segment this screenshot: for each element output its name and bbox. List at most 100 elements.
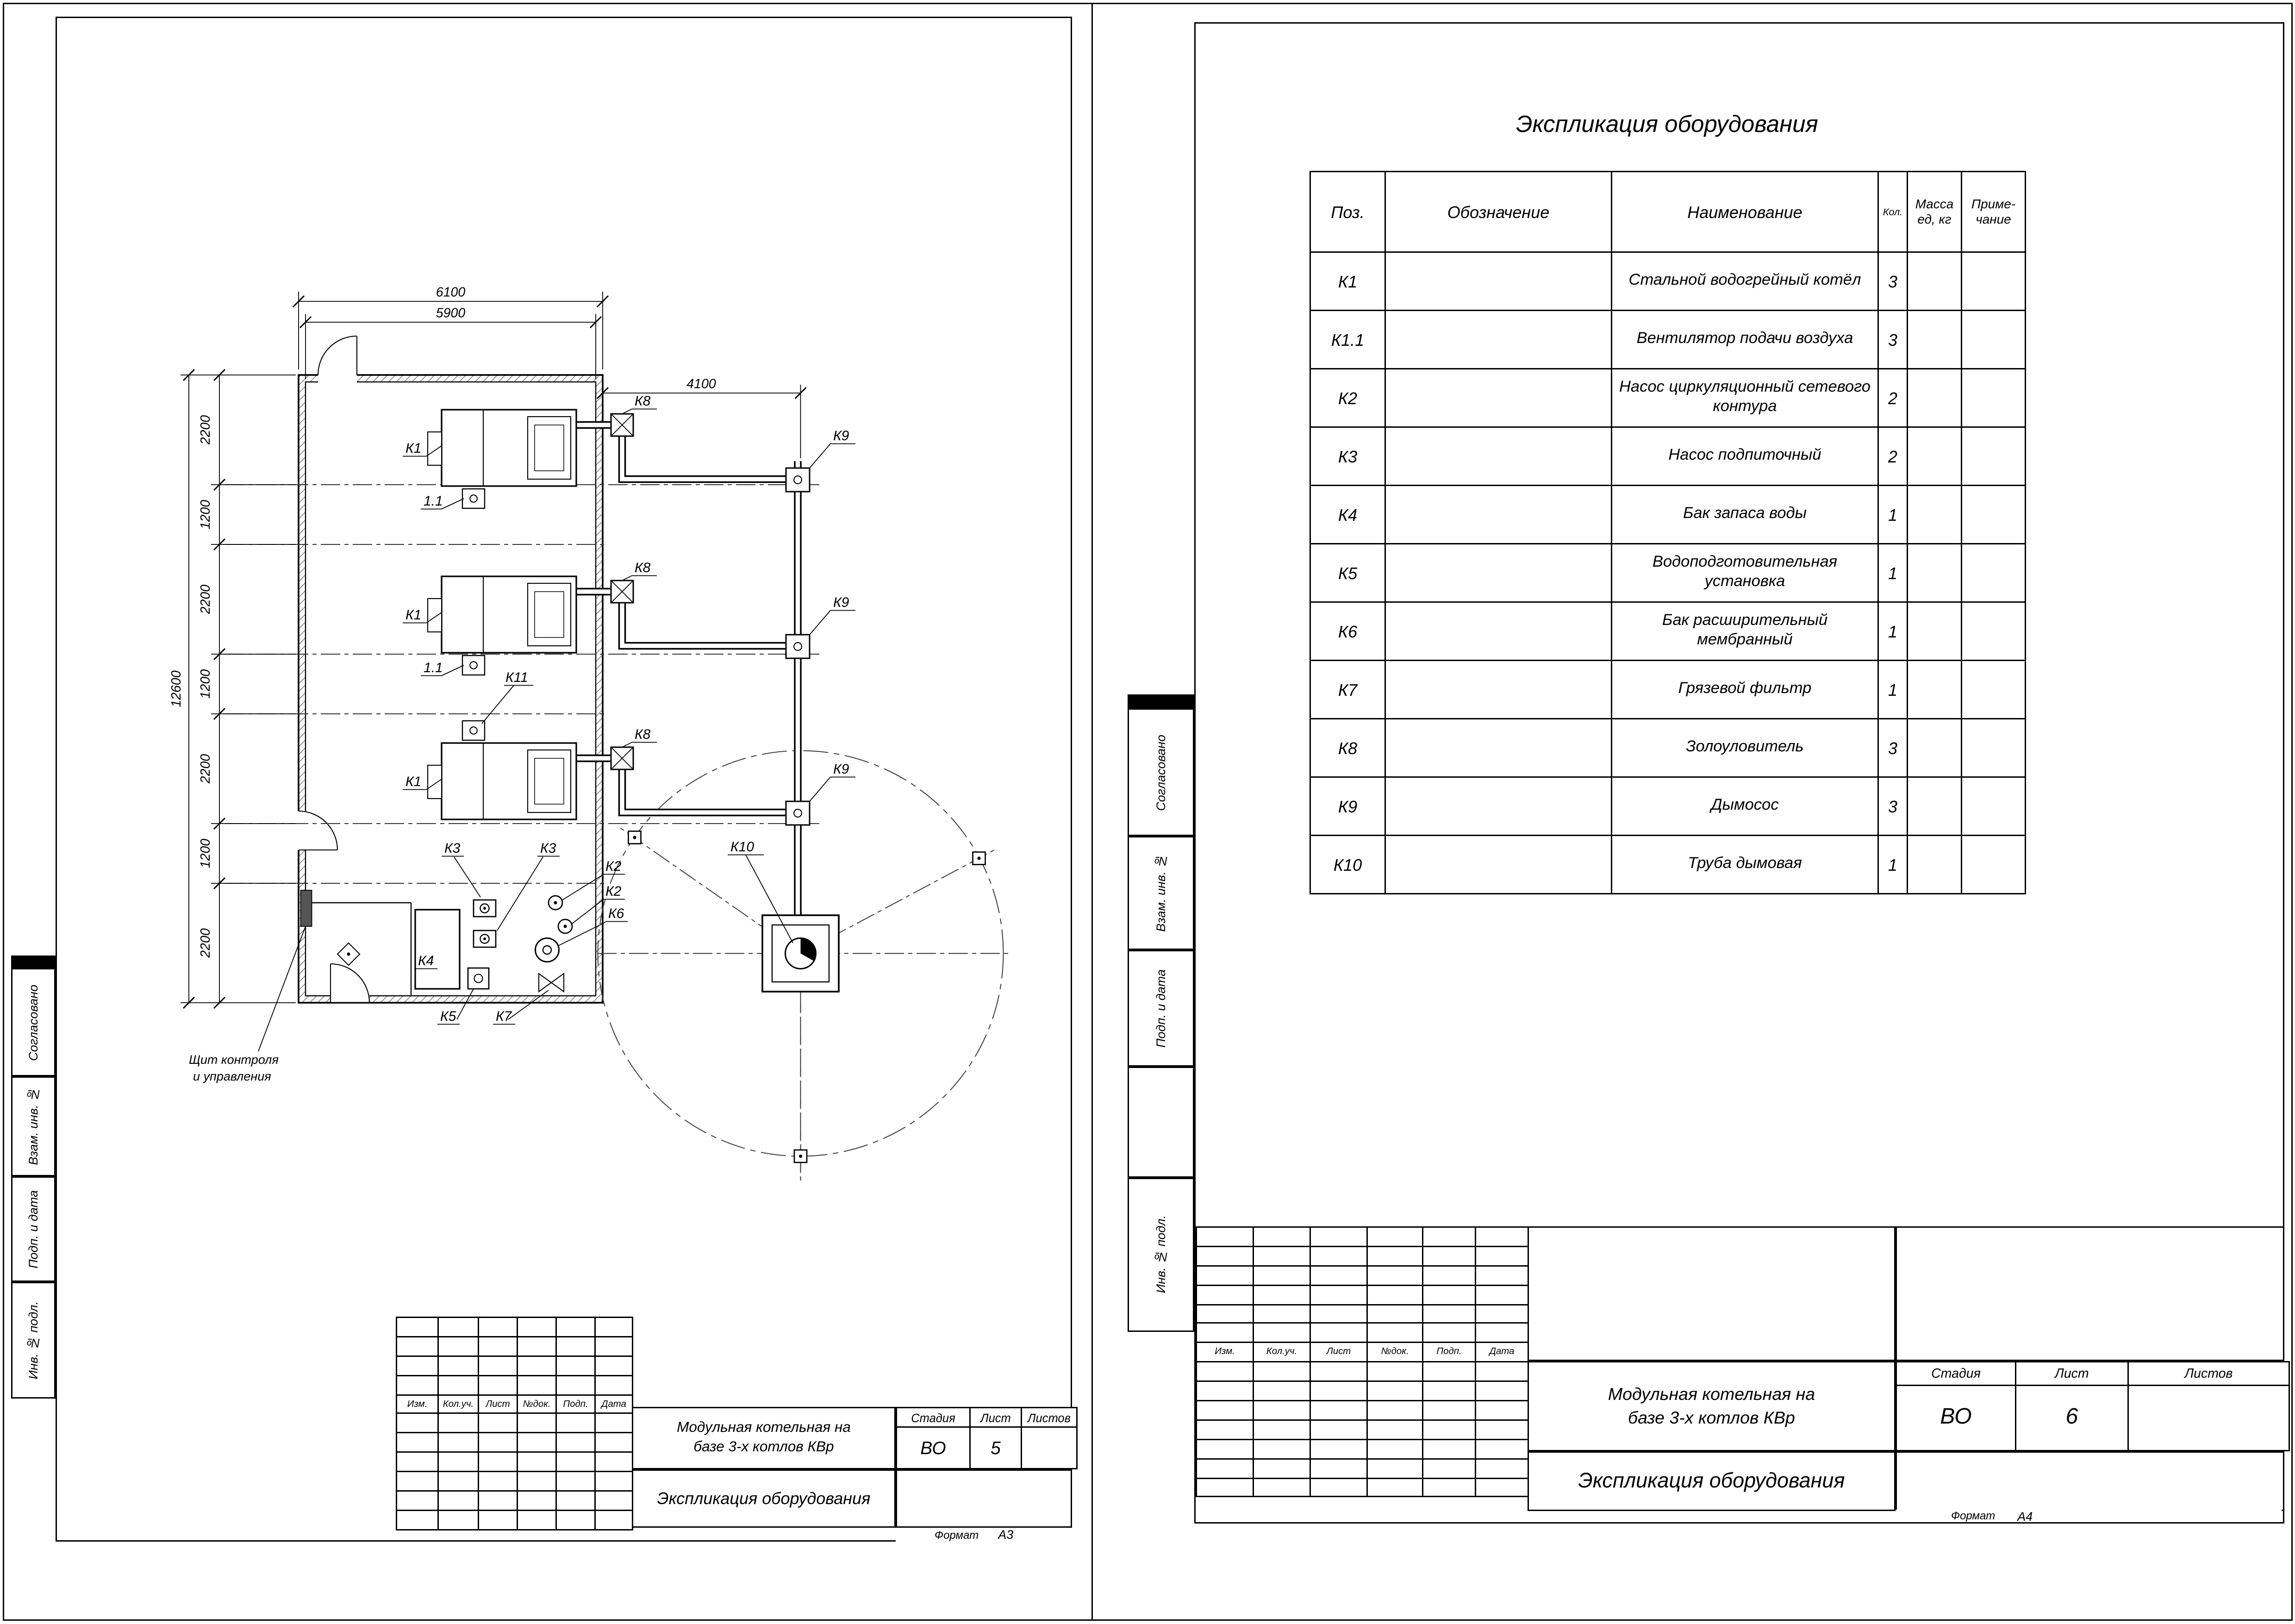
right-upper-cell2	[1896, 1226, 2284, 1361]
label-k1-1: 1.1	[424, 660, 443, 675]
left-side-box-inv-orig: Инв. № подл.	[11, 1282, 56, 1399]
cell-note	[1961, 368, 2026, 428]
dim-v7: 2200	[198, 928, 213, 958]
dim-v5: 2200	[198, 754, 213, 784]
cell-qty: 1	[1877, 543, 1908, 603]
cell-qty: 1	[1877, 601, 1908, 661]
cell-note	[1961, 310, 2026, 369]
cell-mass	[1907, 601, 1962, 661]
stage-label: Стадия	[1896, 1361, 2016, 1386]
cell-name: Грязевой фильтр	[1611, 660, 1879, 719]
cell-note	[1961, 251, 2026, 311]
control-panel-note-line2: и управления	[193, 1069, 271, 1083]
chimney	[761, 914, 840, 993]
col-header-name: Наименование	[1611, 171, 1879, 253]
label-k1: К1	[405, 774, 421, 789]
cell-designation	[1384, 660, 1612, 719]
label-k3: К3	[540, 841, 556, 856]
label-k8: К8	[635, 727, 651, 742]
cell-note	[1961, 543, 2026, 603]
revision-header-row: Изм. Кол.уч. Лист №док. Подп. Дата	[396, 1393, 633, 1415]
side-label: Подп. и дата	[26, 1190, 40, 1268]
dim-v3: 2200	[198, 585, 213, 615]
left-format-strip: Формат А3	[896, 1528, 1072, 1542]
label-k8: К8	[635, 394, 651, 409]
cell-qty: 2	[1877, 426, 1908, 486]
sheets-count	[2127, 1385, 2290, 1451]
rev-col-list: Лист	[1310, 1342, 1368, 1363]
cell-name: Стальной водогрейный котёл	[1611, 251, 1879, 311]
right-side-box-inv-orig: Инв. № подл.	[1128, 1178, 1194, 1332]
left-blank-cell	[896, 1469, 1072, 1528]
rev-col-koluch: Кол.уч.	[437, 1393, 479, 1415]
right-side-minigrid	[1128, 694, 1194, 708]
cell-note	[1961, 485, 2026, 544]
format-value: А4	[2017, 1509, 2033, 1523]
cell-qty: 1	[1877, 835, 1908, 894]
cell-note	[1961, 718, 2026, 778]
rev-col-data: Дата	[1475, 1342, 1529, 1363]
rev-col-koluch: Кол.уч.	[1253, 1342, 1311, 1363]
project-name-line2: базе 3-х котлов КВр	[693, 1438, 834, 1455]
cell-note	[1961, 601, 2026, 661]
cell-name: Насос подпиточный	[1611, 426, 1879, 486]
label-k4: К4	[418, 953, 434, 968]
cell-mass	[1907, 426, 1962, 486]
cell-designation	[1384, 251, 1612, 311]
cell-note	[1961, 660, 2026, 719]
sheet-number: 5	[969, 1426, 1022, 1469]
doc-title: Экспликация оборудования	[1578, 1469, 1845, 1493]
dim-4100: 4100	[686, 377, 716, 392]
dimensions: 6100 5900 4100 2200 1200 2200 1200 2200 …	[169, 285, 807, 1009]
label-k5: К5	[440, 1009, 456, 1024]
equipment-table: Поз. Обозначение Наименование Кол. Масса…	[1310, 171, 2026, 894]
stage-value: ВО	[1896, 1385, 2016, 1451]
cell-designation	[1384, 776, 1612, 836]
left-project-name-cell: Модульная котельная на базе 3-х котлов К…	[632, 1407, 896, 1469]
col-header-note: Приме-чание	[1961, 171, 2026, 253]
left-revision-grid: Изм. Кол.уч. Лист №док. Подп. Дата	[396, 1317, 633, 1530]
left-side-stamp: Согласовано Взам. инв. № Подп. и дата Ин…	[11, 956, 56, 1399]
label-k2: К2	[605, 884, 622, 899]
cell-note	[1961, 776, 2026, 836]
cell-mass	[1907, 368, 1962, 428]
cell-designation	[1384, 601, 1612, 661]
sheets-label: Листов	[2127, 1361, 2290, 1386]
cell-name: Дымосос	[1611, 776, 1879, 836]
right-side-box-sign-date: Подп. и дата	[1128, 950, 1194, 1067]
cell-designation	[1384, 368, 1612, 428]
right-sheet-frame	[1194, 22, 2284, 1524]
rev-col-izm: Изм.	[396, 1393, 439, 1415]
dim-v1: 2200	[198, 415, 213, 445]
cell-qty: 1	[1877, 660, 1908, 719]
cell-name: Бак расширительный мембранный	[1611, 601, 1879, 661]
format-value: А3	[998, 1528, 1014, 1542]
cell-note	[1961, 835, 2026, 894]
cell-name: Труба дымовая	[1611, 835, 1879, 894]
control-panel-symbol	[300, 890, 312, 927]
cell-name: Золоуловитель	[1611, 718, 1879, 778]
project-name-line1: Модульная котельная на	[1608, 1385, 1815, 1405]
left-side-box-replace-inv: Взам. инв. №	[11, 1076, 56, 1176]
revision-header-row: Изм. Кол.уч. Лист №док. Подп. Дата	[1196, 1342, 1529, 1363]
right-project-name-cell: Модульная котельная на базе 3-х котлов К…	[1528, 1361, 1896, 1451]
cell-mass	[1907, 718, 1962, 778]
cell-mass	[1907, 485, 1962, 544]
label-k7: К7	[496, 1009, 512, 1024]
left-side-minigrid	[11, 956, 56, 968]
rev-col-dok: №док.	[1366, 1342, 1423, 1363]
cell-designation	[1384, 426, 1612, 486]
project-name-line1: Модульная котельная на	[677, 1420, 851, 1437]
cell-pos: К2	[1310, 368, 1386, 428]
left-side-box-sign-date: Подп. и дата	[11, 1176, 56, 1282]
cell-designation	[1384, 310, 1612, 369]
side-label: Согласовано	[1154, 734, 1168, 811]
label-k11: К11	[505, 670, 528, 685]
left-side-box-agreed: Согласовано	[11, 968, 56, 1076]
sheet-number: 6	[2015, 1385, 2129, 1451]
